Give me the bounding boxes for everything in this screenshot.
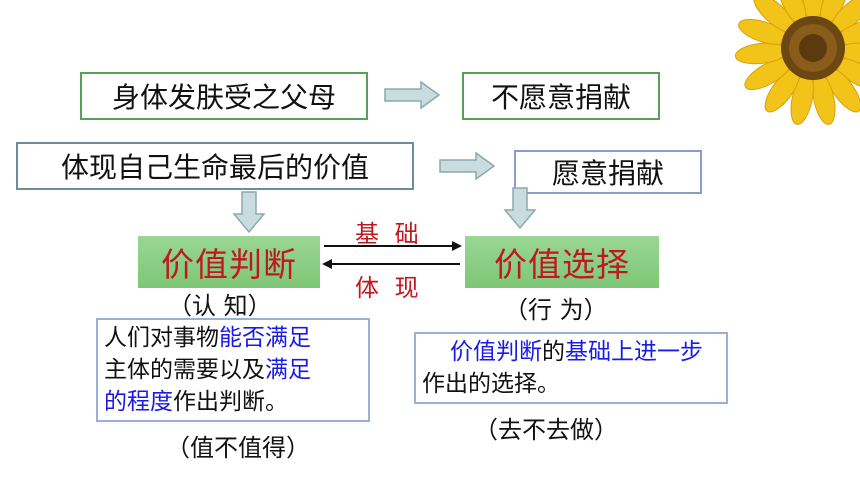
arrow-right-icon: [384, 80, 441, 110]
value-judgment-box: 价值判断: [138, 236, 320, 288]
cognition-label: （认 知）: [168, 292, 272, 320]
note-right-p1: 的: [542, 339, 565, 365]
note-right-h2: 基础上进一步: [565, 339, 703, 365]
arrow-bottom-label: 体 现: [355, 274, 423, 302]
note-left-p2: 主体的需要以及: [104, 357, 265, 383]
sunflower-icon: [734, 0, 860, 125]
bottom-right-label: （去不去做）: [474, 416, 618, 444]
value-judgment-text: 价值判断: [161, 245, 297, 284]
note-left-h2: 满足: [265, 357, 311, 383]
mid-right-box: 愿意捐献: [514, 150, 702, 194]
value-choice-text: 价值选择: [494, 245, 630, 284]
arrow-left-line-icon: [322, 259, 460, 269]
note-left-p3: 作出判断。: [173, 389, 288, 415]
note-left-h3: 的程度: [104, 389, 173, 415]
value-choice-box: 价值选择: [465, 236, 659, 288]
note-right-p2: 作出的选择。: [422, 371, 560, 397]
note-right-box: 价值判断的基础上进一步作出的选择。: [414, 332, 728, 404]
arrow-down-icon: [503, 187, 537, 230]
note-left-box: 人们对事物能否满足 主体的需要以及满足 的程度作出判断。: [96, 318, 370, 422]
top-right-box: 不愿意捐献: [462, 72, 660, 120]
mid-right-text: 愿意捐献: [551, 157, 664, 190]
top-right-text: 不愿意捐献: [490, 81, 631, 114]
top-left-box: 身体发肤受之父母: [80, 72, 368, 120]
note-right-h1: 价值判断: [450, 339, 542, 365]
behavior-label: （行 为）: [504, 296, 608, 324]
top-left-text: 身体发肤受之父母: [111, 81, 336, 114]
arrow-down-icon: [232, 191, 266, 234]
note-left-h1: 能否满足: [219, 325, 311, 351]
mid-left-box: 体现自己生命最后的价值: [16, 142, 414, 190]
mid-left-text: 体现自己生命最后的价值: [60, 151, 369, 184]
arrow-right-line-icon: [324, 241, 462, 251]
arrow-top-label: 基 础: [355, 220, 423, 248]
bottom-left-label: （值不值得）: [166, 434, 310, 462]
arrow-right-icon: [439, 151, 496, 181]
note-left-p1: 人们对事物: [104, 325, 219, 351]
